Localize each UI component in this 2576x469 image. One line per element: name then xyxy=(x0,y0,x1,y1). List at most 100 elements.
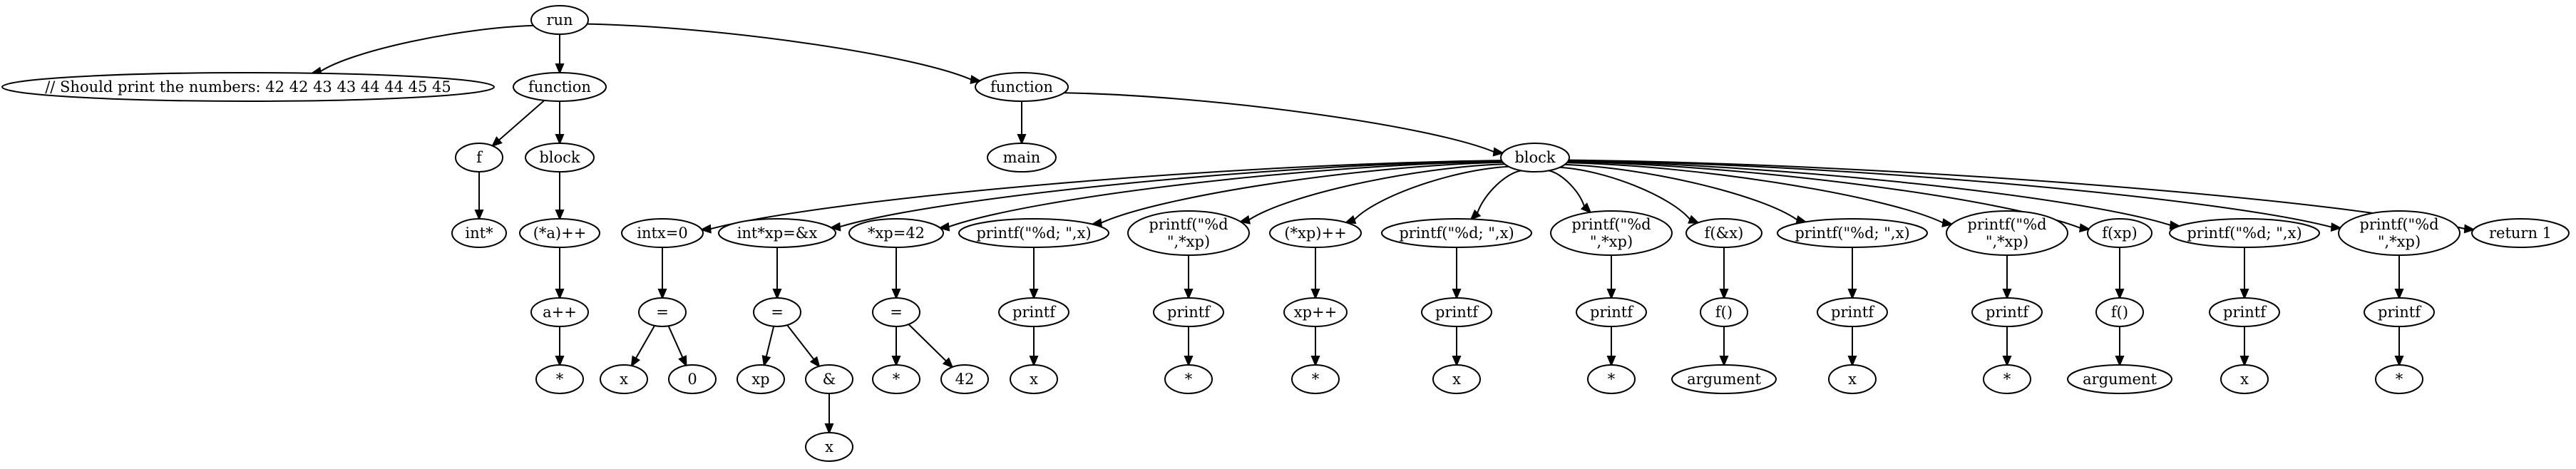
node-printf4: printf xyxy=(1576,297,1647,327)
node-x2: x xyxy=(805,432,853,462)
node-comment-label: // Should print the numbers: 42 42 43 43… xyxy=(45,78,451,96)
node-xp-inc-shape xyxy=(1269,218,1362,248)
node-f-call2: f() xyxy=(2095,297,2144,327)
edge-block2-to-printf-xp4 xyxy=(1568,160,2342,232)
edge-block2-to-f-amp-x xyxy=(1559,166,1700,224)
node-deref-a-inc-label: (*a)++ xyxy=(533,225,587,242)
node-x5: x xyxy=(1828,364,1877,394)
node-main: main xyxy=(987,143,1057,172)
edge-printf-xp3-to-printf6 xyxy=(2002,255,2012,300)
node-f: f xyxy=(455,143,503,172)
edge-xp42-to-eq3 xyxy=(891,247,901,300)
node-x6-shape xyxy=(2220,364,2269,394)
node-xp-inc-label: (*xp)++ xyxy=(1284,225,1346,242)
node-star3-label: * xyxy=(1185,371,1193,388)
node-x1: x xyxy=(600,364,648,394)
edge-printf-x3-to-printf5 xyxy=(1847,247,1857,300)
node-x6-label: x xyxy=(2240,371,2249,388)
edge-block2-to-intxp xyxy=(829,160,1502,232)
edge-intx0-to-eq1 xyxy=(657,247,667,300)
node-block2: block xyxy=(1500,143,1570,172)
node-star4: * xyxy=(1291,364,1340,394)
node-int-ptr-shape xyxy=(451,218,507,248)
node-printf3-label: printf xyxy=(1435,304,1479,321)
node-star5-label: * xyxy=(1608,371,1616,388)
node-f-amp-x-shape xyxy=(1685,218,1762,248)
node-main-shape xyxy=(987,143,1057,172)
node-star7-label: * xyxy=(2396,371,2403,388)
edge-printf6-to-star6 xyxy=(2002,326,2012,367)
node-f-xp: f(xp) xyxy=(2087,218,2152,248)
node-run-shape xyxy=(530,5,589,35)
edge-f-xp-to-f-call2 xyxy=(2115,247,2125,300)
node-intxp-shape xyxy=(718,218,836,248)
node-block2-label: block xyxy=(1514,149,1556,166)
node-printf-x3-label: printf("%d; ",x) xyxy=(1795,225,1909,242)
node-printf-xp4: printf("%d",*xp) xyxy=(2338,210,2460,256)
edge-eq2-to-xp xyxy=(761,326,775,367)
node-eq1: = xyxy=(638,297,687,327)
node-printf-xp2-label-line-1: printf("%d xyxy=(1571,216,1651,233)
node-f-shape xyxy=(455,143,503,172)
node-forty-two-shape xyxy=(940,364,989,394)
edge-run-to-function2 xyxy=(587,23,982,85)
node-printf6-shape xyxy=(1971,297,2043,327)
node-eq3: = xyxy=(872,297,920,327)
node-printf-x2: printf("%d; ",x) xyxy=(1381,218,1532,248)
node-star6: * xyxy=(1983,364,2031,394)
edge-printf2-to-star3 xyxy=(1184,326,1194,367)
edge-printf-x2-to-printf3 xyxy=(1452,247,1462,300)
edge-printf7-to-x6 xyxy=(2239,326,2249,367)
node-star1-label: * xyxy=(556,371,564,388)
node-a-inc: a++ xyxy=(530,297,589,327)
node-printf5: printf xyxy=(1817,297,1888,327)
node-intxp: int*xp=&x xyxy=(718,218,836,248)
edge-function1-to-f xyxy=(491,100,545,148)
node-x4: x xyxy=(1432,364,1481,394)
node-function2-shape xyxy=(975,72,1069,102)
edge-f-call2-to-argument2 xyxy=(2115,326,2125,367)
edge-printf-x4-to-printf7 xyxy=(2239,247,2249,300)
node-printf-x4-label: printf("%d; ",x) xyxy=(2187,225,2302,242)
node-return1-label: return 1 xyxy=(2489,225,2552,242)
node-eq1-label: = xyxy=(656,304,669,321)
node-f-call1-label: f() xyxy=(1715,304,1733,321)
node-printf2-label: printf xyxy=(1167,304,1211,321)
node-xp-inc-inner-shape xyxy=(1283,297,1348,327)
edge-function2-to-block2 xyxy=(1064,92,1504,157)
node-x2-shape xyxy=(805,432,853,462)
node-f-xp-label: f(xp) xyxy=(2102,225,2137,242)
node-printf-xp3-label-line-1: printf("%d xyxy=(1967,216,2046,233)
node-block1-shape xyxy=(525,143,595,172)
edge-eq1-to-zero xyxy=(667,325,687,368)
node-zero-shape xyxy=(668,364,717,394)
node-printf-xp2-shape xyxy=(1550,210,1673,256)
edge-run-to-comment xyxy=(310,24,534,76)
node-f-amp-x-label: f(&x) xyxy=(1705,225,1744,242)
node-printf-xp1: printf("%d",*xp) xyxy=(1127,210,1250,256)
node-printf-x2-label: printf("%d; ",x) xyxy=(1399,225,1514,242)
edge-printf-xp1-to-printf2 xyxy=(1184,255,1194,300)
node-star1-shape xyxy=(535,364,584,394)
node-printf-xp3: printf("%d",*xp) xyxy=(1946,210,2068,256)
node-block1: block xyxy=(525,143,595,172)
edges xyxy=(310,23,2475,435)
node-return1: return 1 xyxy=(2471,218,2570,248)
node-f-call1-shape xyxy=(1700,297,1748,327)
node-intxp-label: int*xp=&x xyxy=(737,225,818,242)
node-a-inc-label: a++ xyxy=(543,304,577,321)
node-deref-a-inc: (*a)++ xyxy=(519,218,600,248)
node-printf-xp1-shape xyxy=(1127,210,1250,256)
node-star6-label: * xyxy=(2003,371,2011,388)
edge-f-call1-to-argument1 xyxy=(1719,326,1729,367)
node-star6-shape xyxy=(1983,364,2031,394)
node-printf-xp3-shape xyxy=(1946,210,2068,256)
node-printf8-label: printf xyxy=(2378,304,2422,321)
node-printf1: printf xyxy=(998,297,1069,327)
node-function1-label: function xyxy=(528,78,591,96)
node-eq3-label: = xyxy=(890,304,903,321)
edge-eq3-to-star2 xyxy=(891,326,901,367)
edge-block2-to-printf-xp1 xyxy=(1238,163,1505,225)
edge-block2-to-printf-x2 xyxy=(1469,170,1522,221)
node-xp: xp xyxy=(737,364,785,394)
